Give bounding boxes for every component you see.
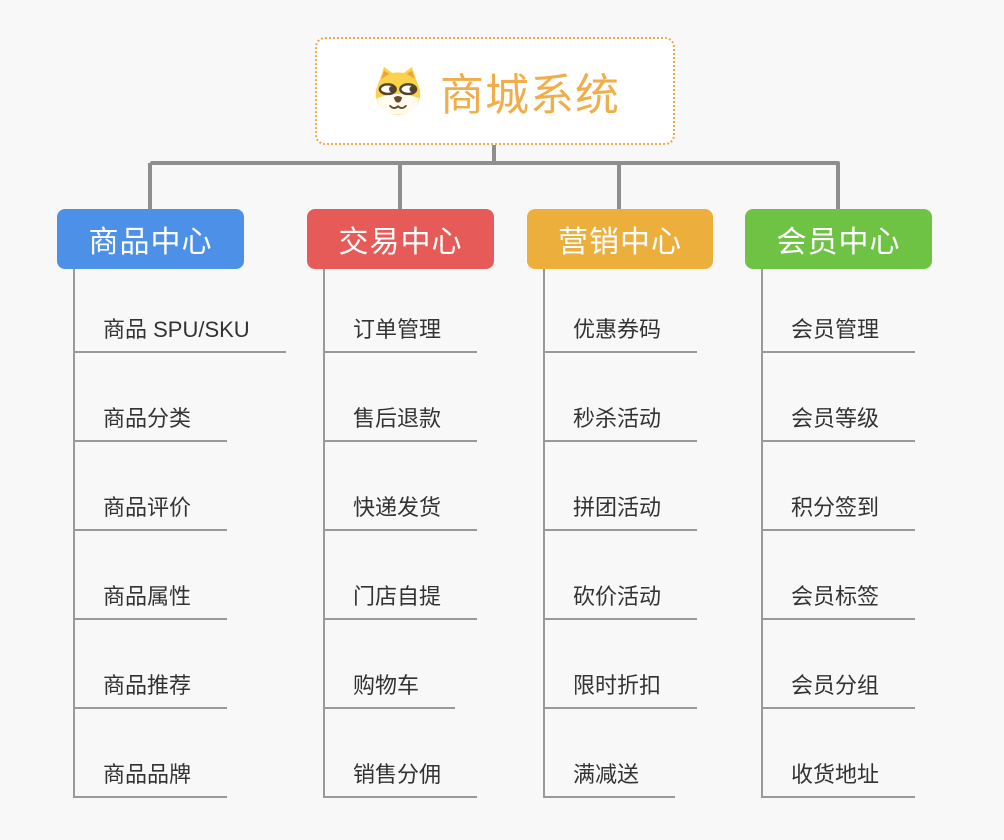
child-topic-label: 商品品牌 (103, 762, 192, 787)
branch-label: 商品中心 (88, 226, 213, 259)
branch-children-column: 商品 SPU/SKU 商品分类商品评价商品属性商品推荐商品品牌 (73, 269, 286, 798)
child-topic-label: 购物车 (353, 673, 420, 698)
branch-children-column: 订单管理售后退款快递发货门店自提购物车销售分佣 (323, 269, 478, 798)
connector-branch-drop (398, 163, 402, 210)
branch-label: 会员中心 (776, 226, 901, 259)
child-topic[interactable]: 会员管理 (763, 269, 916, 353)
child-topic-label: 商品 SPU/SKU (103, 317, 250, 342)
child-topic[interactable]: 商品 SPU/SKU (75, 269, 286, 353)
dog-icon (370, 65, 426, 117)
child-topic[interactable]: 满减送 (545, 709, 676, 798)
child-topic-label: 订单管理 (353, 317, 442, 342)
connector-rail (150, 161, 840, 165)
child-topic[interactable]: 商品品牌 (75, 709, 228, 798)
child-topic-label: 销售分佣 (353, 762, 442, 787)
child-topic-label: 满减送 (573, 762, 640, 787)
child-topic-label: 收货地址 (791, 762, 880, 787)
child-topic-label: 秒杀活动 (573, 406, 662, 431)
connector-branch-drop (617, 163, 621, 210)
child-topic-label: 快递发货 (353, 495, 442, 520)
child-topic[interactable]: 售后退款 (325, 353, 478, 442)
child-topic[interactable]: 拼团活动 (545, 442, 698, 531)
root-node[interactable]: 商城系统 (315, 37, 675, 145)
child-topic[interactable]: 商品属性 (75, 531, 228, 620)
root-title: 商城系统 (440, 71, 620, 120)
child-topic[interactable]: 积分签到 (763, 442, 916, 531)
branch-node-2[interactable]: 交易中心 (307, 209, 494, 269)
child-topic[interactable]: 订单管理 (325, 269, 478, 353)
child-topic-label: 售后退款 (353, 406, 442, 431)
child-topic-label: 商品评价 (103, 495, 192, 520)
child-topic-label: 限时折扣 (573, 673, 662, 698)
child-topic-label: 会员等级 (791, 406, 880, 431)
branch-children-column: 会员管理会员等级积分签到会员标签会员分组收货地址 (761, 269, 916, 798)
child-topic[interactable]: 秒杀活动 (545, 353, 698, 442)
child-topic-label: 商品推荐 (103, 673, 192, 698)
child-topic-label: 砍价活动 (573, 584, 662, 609)
child-topic-label: 会员管理 (791, 317, 880, 342)
branch-label: 交易中心 (338, 226, 463, 259)
branch-label: 营销中心 (558, 226, 682, 259)
child-topic[interactable]: 会员等级 (763, 353, 916, 442)
child-topic[interactable]: 商品分类 (75, 353, 228, 442)
child-topic[interactable]: 会员分组 (763, 620, 916, 709)
child-topic-label: 会员标签 (791, 584, 880, 609)
child-topic[interactable]: 收货地址 (763, 709, 916, 798)
child-topic[interactable]: 购物车 (325, 620, 456, 709)
child-topic-label: 拼团活动 (573, 495, 662, 520)
connector-branch-drop (148, 163, 152, 210)
child-topic-label: 门店自提 (353, 584, 442, 609)
branch-node-1[interactable]: 商品中心 (57, 209, 244, 269)
child-topic-label: 商品属性 (103, 584, 192, 609)
child-topic[interactable]: 砍价活动 (545, 531, 698, 620)
child-topic[interactable]: 商品评价 (75, 442, 228, 531)
branch-node-3[interactable]: 营销中心 (527, 209, 713, 269)
child-topic-label: 优惠券码 (573, 317, 662, 342)
branch-node-4[interactable]: 会员中心 (745, 209, 932, 269)
child-topic[interactable]: 快递发货 (325, 442, 478, 531)
child-topic-label: 积分签到 (791, 495, 880, 520)
child-topic[interactable]: 商品推荐 (75, 620, 228, 709)
branch-children-column: 优惠券码秒杀活动拼团活动砍价活动限时折扣满减送 (543, 269, 698, 798)
child-topic-label: 商品分类 (103, 406, 192, 431)
connector-branch-drop (836, 163, 840, 210)
child-topic[interactable]: 优惠券码 (545, 269, 698, 353)
child-topic[interactable]: 会员标签 (763, 531, 916, 620)
child-topic[interactable]: 销售分佣 (325, 709, 478, 798)
connector-root-drop (492, 144, 496, 163)
child-topic[interactable]: 限时折扣 (545, 620, 698, 709)
child-topic-label: 会员分组 (791, 673, 880, 698)
child-topic[interactable]: 门店自提 (325, 531, 478, 620)
